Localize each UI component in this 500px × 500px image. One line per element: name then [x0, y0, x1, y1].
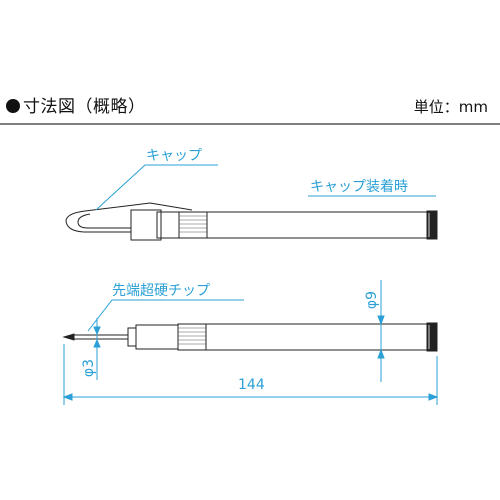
bullet-icon — [6, 99, 20, 113]
tip-shaft — [73, 334, 129, 340]
barrel-end — [426, 322, 438, 352]
pen-with-cap — [65, 202, 438, 241]
dia-body-label: φ9 — [364, 291, 380, 309]
length-arrow-right — [428, 393, 439, 401]
grip-ribs — [178, 327, 206, 345]
tip-leader — [87, 299, 244, 332]
dia-tip-label: φ3 — [81, 359, 97, 377]
dia-body-arrow-bottom — [377, 348, 385, 359]
pen-without-cap — [62, 322, 438, 352]
cap-body — [130, 209, 162, 241]
dia-tip-arrow-bottom — [93, 338, 101, 348]
barrel — [205, 323, 428, 351]
length-label: 144 — [238, 377, 265, 393]
cap-attached-label: キャップ装着時 — [310, 179, 408, 195]
drawing-title: 寸法図（概略） — [6, 92, 146, 117]
carbide-tip — [62, 333, 75, 341]
barrel-end-capped — [426, 210, 438, 240]
cap-clip — [65, 202, 193, 233]
dimension-lines — [62, 164, 439, 405]
carbide-tip-label: 先端超硬チップ — [112, 283, 210, 299]
length-arrow-left — [62, 393, 73, 401]
cap-label: キャップ — [146, 148, 202, 164]
dia-body-arrow-top — [377, 315, 385, 326]
tip-holder — [127, 327, 137, 347]
drawing-title-text: 寸法図（概略） — [23, 97, 146, 117]
cap-sleeve — [156, 211, 180, 239]
dia-tip-arrow-top — [93, 326, 101, 336]
cap-grip-ribs — [179, 215, 207, 233]
unit-label: 単位：mm — [413, 98, 488, 116]
front-section — [135, 324, 179, 350]
cap-leader — [95, 164, 218, 211]
cap-clip-inner — [77, 213, 131, 229]
barrel-capped — [206, 211, 428, 239]
